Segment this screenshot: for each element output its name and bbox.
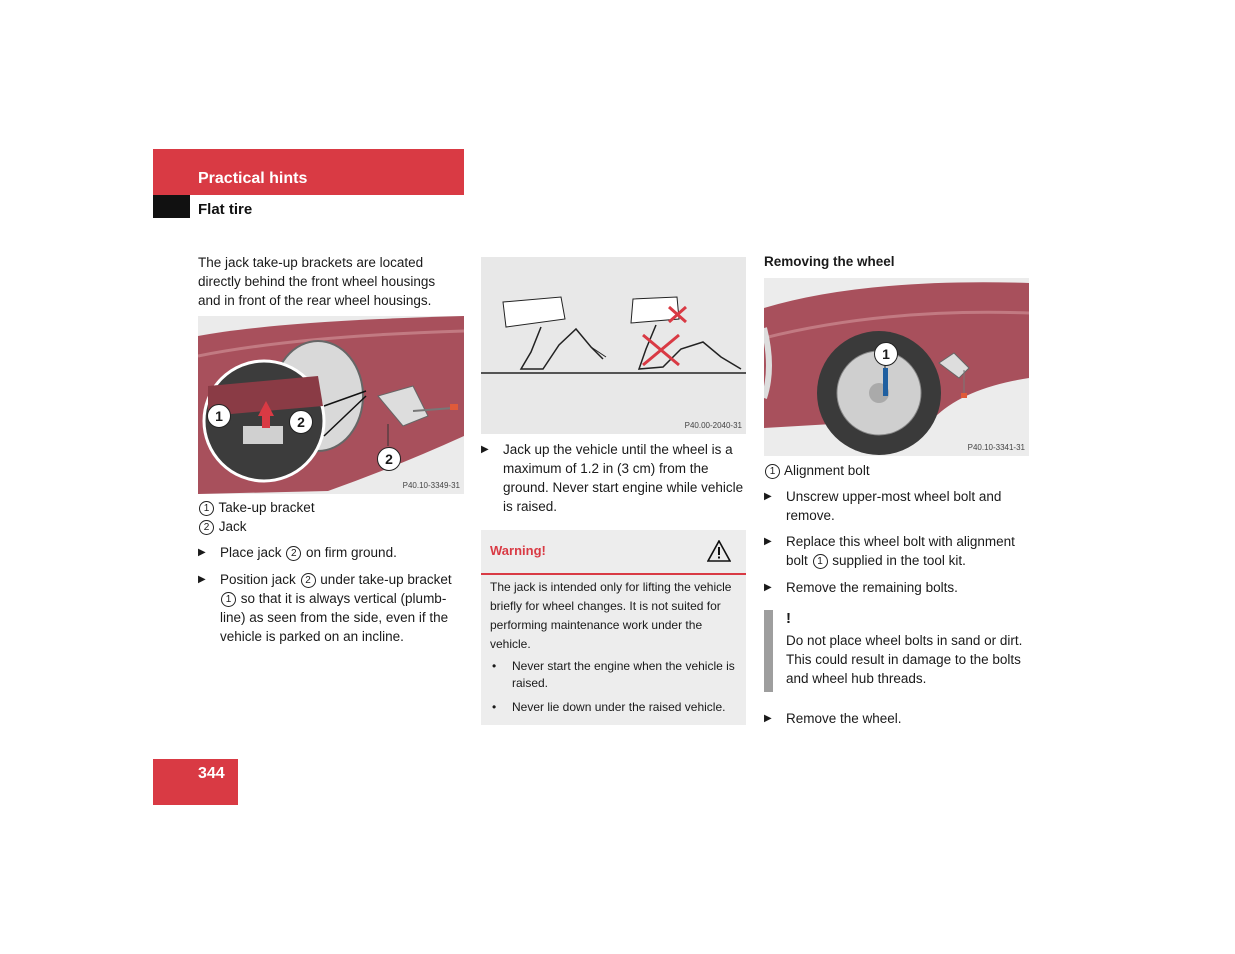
- warning-body: The jack is intended only for lifting th…: [490, 578, 740, 723]
- figure-code: P40.00-2040-31: [684, 421, 742, 430]
- wheel-alignment-bolt-illustration: [764, 278, 1029, 456]
- legend-label: Take-up bracket: [218, 500, 315, 515]
- section-heading: Removing the wheel: [764, 254, 895, 269]
- warning-list-item: •Never start the engine when the vehicle…: [492, 659, 735, 690]
- bullet-arrow-icon: ▶: [198, 574, 206, 585]
- bullet-arrow-icon: ▶: [764, 491, 772, 502]
- warning-triangle-icon: [707, 540, 731, 562]
- bullet-arrow-icon: ▶: [764, 582, 772, 593]
- section-header-bar: [153, 149, 464, 195]
- section-title: Practical hints: [198, 170, 308, 187]
- legend-label: Alignment bolt: [784, 463, 870, 478]
- figure-code: P40.10-3349-31: [402, 481, 460, 490]
- intro-paragraph: The jack take-up brackets are located di…: [198, 255, 436, 308]
- legend-number: 1: [199, 501, 214, 516]
- legend-label: Jack: [218, 519, 247, 534]
- callout-1: 1: [874, 342, 898, 366]
- warning-divider: [481, 573, 746, 575]
- legend-item: 1 Alignment bolt: [764, 461, 870, 480]
- figure-code: P40.10-3341-31: [967, 443, 1025, 452]
- jack-bracket-illustration: [198, 316, 464, 494]
- page-number-bar: [153, 759, 238, 805]
- callout-1: 1: [207, 404, 231, 428]
- warning-box: Warning! The jack is intended only for l…: [481, 530, 746, 725]
- figure-jack-bracket: 1 2 2 P40.10-3349-31: [198, 316, 464, 494]
- note-text: Do not place wheel bolts in sand or dirt…: [786, 633, 1023, 686]
- legend-item: 1 Take-up bracket: [198, 498, 315, 517]
- bullet-arrow-icon: ▶: [481, 444, 489, 455]
- subsection-marker: [153, 195, 190, 218]
- figure-jack-positions: P40.00-2040-31: [481, 257, 746, 434]
- note-bar: [764, 610, 773, 692]
- bullet-arrow-icon: ▶: [764, 536, 772, 547]
- page-number: 344: [198, 765, 225, 782]
- warning-title: Warning!: [490, 543, 546, 558]
- warning-list: •Never start the engine when the vehicle…: [490, 658, 740, 716]
- subsection-title: Flat tire: [198, 201, 253, 218]
- note-exclamation-icon: !: [786, 610, 791, 627]
- warning-text: The jack is intended only for lifting th…: [490, 580, 732, 651]
- warning-list-item: •Never lie down under the raised vehicle…: [492, 700, 726, 714]
- figure-wheel-bolt: 1 P40.10-3341-31: [764, 278, 1029, 456]
- callout-2: 2: [289, 410, 313, 434]
- jack-correct-incorrect-illustration: [481, 257, 746, 434]
- legend-item: 2 Jack: [198, 517, 247, 536]
- legend-number: 1: [765, 464, 780, 479]
- legend-number: 2: [199, 520, 214, 535]
- bullet-arrow-icon: ▶: [198, 547, 206, 558]
- callout-2-jack: 2: [377, 447, 401, 471]
- bullet-arrow-icon: ▶: [764, 713, 772, 724]
